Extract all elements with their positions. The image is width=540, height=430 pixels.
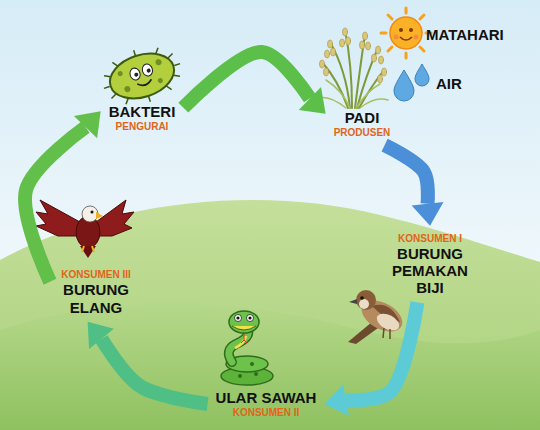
near-hill <box>0 304 540 430</box>
water-drop-icon <box>394 64 429 101</box>
arrow-shaft <box>183 52 310 108</box>
sparrow-icon <box>348 290 408 344</box>
far-hill <box>0 200 540 430</box>
arrow-shaft <box>346 302 417 400</box>
arrow-head <box>324 384 349 415</box>
organism-name: ULAR SAWAH <box>216 389 317 406</box>
arrow-shaft <box>102 339 208 404</box>
arrow-head <box>88 322 114 349</box>
organism-name: BURUNG ELANG <box>58 281 134 316</box>
element-label: AIR <box>436 75 462 92</box>
trophic-level: KONSUMEN II <box>216 406 317 419</box>
trophic-level: KONSUMEN I <box>392 232 468 245</box>
organism-name: BURUNG PEMAKAN BIJI <box>392 245 468 297</box>
arrow-head <box>299 87 326 114</box>
food-chain-node: KONSUMEN IBURUNG PEMAKAN BIJI <box>388 230 472 299</box>
eagle-icon <box>36 200 134 258</box>
arrow-shaft <box>385 145 428 204</box>
cycle-arrow <box>385 145 444 226</box>
organism-name: BAKTERI <box>109 103 176 120</box>
food-chain-node: PADIPRODUSEN <box>330 107 395 141</box>
rice-plant-icon <box>318 28 388 108</box>
cycle-arrow <box>324 302 417 415</box>
trophic-level: PENGURAI <box>109 120 176 133</box>
cycle-arrow <box>88 322 208 404</box>
food-chain-node: ULAR SAWAHKONSUMEN II <box>212 387 321 421</box>
cycle-arrow <box>25 111 101 282</box>
cycle-arrow <box>183 52 325 114</box>
organism-name: PADI <box>334 109 391 126</box>
trophic-level: KONSUMEN III <box>58 268 134 281</box>
bacterium-icon <box>96 38 189 114</box>
arrow-head <box>74 111 101 138</box>
food-chain-node: BAKTERIPENGURAI <box>105 101 180 135</box>
element-label: MATAHARI <box>426 26 504 43</box>
trophic-level: PRODUSEN <box>334 126 391 139</box>
snake-icon <box>221 311 273 385</box>
arrow-head <box>412 202 444 226</box>
sun-icon <box>381 8 431 58</box>
food-chain-node: KONSUMEN IIIBURUNG ELANG <box>54 266 138 318</box>
arrow-shaft <box>25 127 85 282</box>
